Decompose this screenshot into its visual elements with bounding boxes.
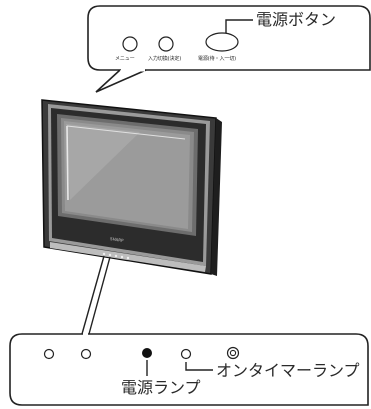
power-button-callout: 電源ボタン	[256, 10, 337, 29]
lamp-2-icon	[80, 348, 92, 360]
on-timer-lamp-leader-line	[185, 362, 213, 371]
menu-button-icon	[122, 36, 138, 52]
bottom-leader-left	[81, 255, 105, 335]
bottom-leader-right	[88, 256, 111, 335]
lamp-5-inner-icon	[229, 349, 237, 357]
input-select-button-icon	[158, 36, 174, 52]
menu-label: メニュー	[115, 56, 135, 62]
top-callout-pointer	[95, 69, 147, 93]
power-button-leader-line	[225, 19, 253, 33]
input-select-label: 入力切換(決定)	[148, 56, 182, 62]
power-lamp-icon	[142, 348, 152, 358]
on-timer-lamp-label: オンタイマーランプ	[216, 361, 360, 380]
lamp-1-icon	[43, 348, 55, 360]
power-lamp-label: 電源ランプ	[121, 378, 201, 397]
power-label: 電源(待・入一切)	[198, 56, 237, 62]
on-timer-lamp-icon	[180, 348, 192, 360]
tv-set	[41, 99, 222, 276]
power-button-icon	[205, 32, 239, 52]
